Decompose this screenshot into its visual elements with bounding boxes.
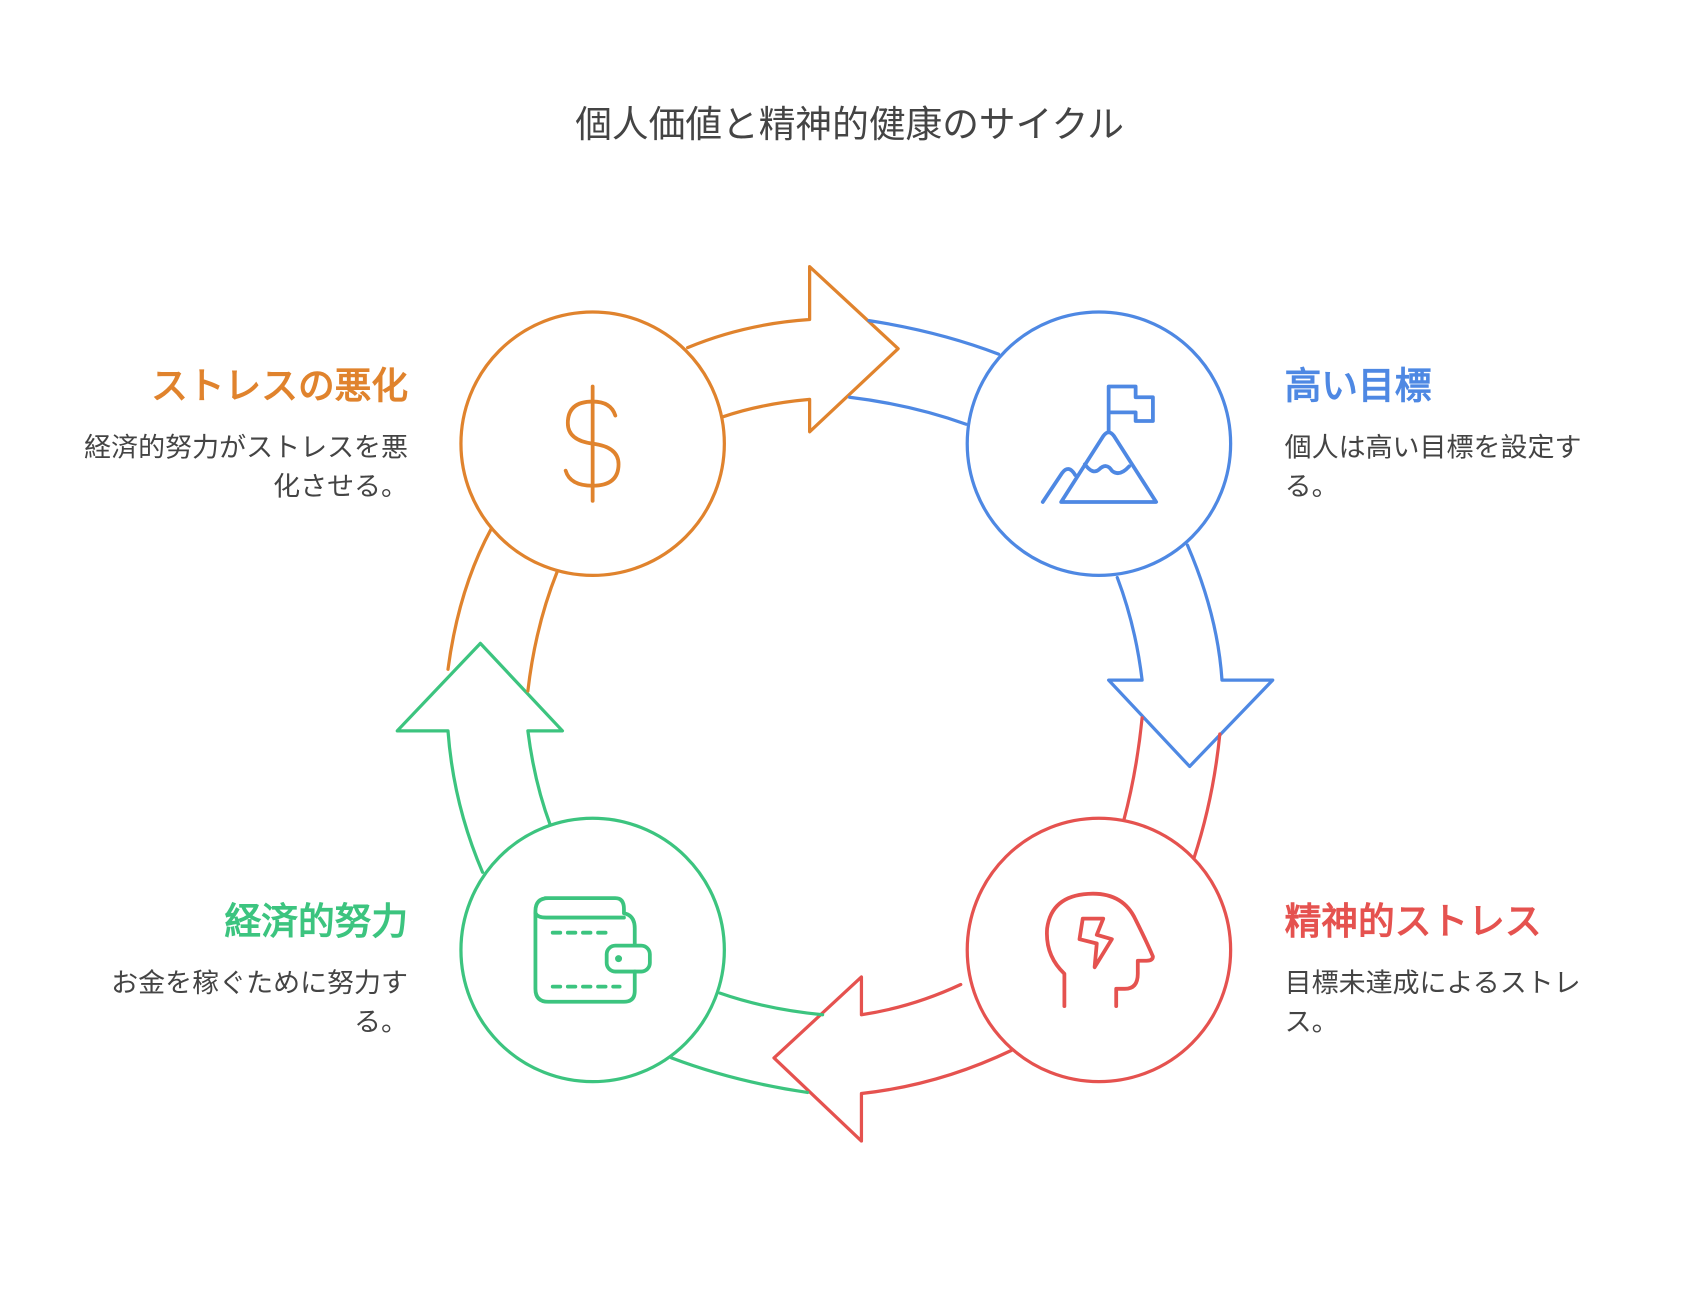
circle-green bbox=[459, 816, 726, 1084]
arrow-blue-to-red bbox=[1107, 543, 1275, 769]
mountain-flag-icon bbox=[1040, 384, 1159, 504]
stage-title-mental-stress: 精神的ストレス bbox=[1284, 900, 1542, 944]
arrow-orange-to-blue bbox=[686, 265, 900, 434]
arc-orange-left bbox=[446, 527, 559, 693]
dollar-icon bbox=[563, 384, 621, 503]
wallet-icon bbox=[533, 896, 652, 1004]
circle-red bbox=[965, 816, 1233, 1084]
arc-blue-top bbox=[847, 318, 1001, 426]
stage-desc-stress-worsening: 経済的努力がストレスを悪化させる。 bbox=[84, 431, 409, 502]
stage-title-stress-worsening: ストレスの悪化 bbox=[151, 364, 409, 409]
arc-red-right bbox=[1122, 716, 1222, 860]
stage-title-economic-effort: 経済的努力 bbox=[224, 900, 409, 944]
arrow-green-to-orange bbox=[395, 641, 565, 874]
stage-desc-economic-effort: お金を稼ぐために努力する。 bbox=[111, 967, 409, 1038]
arrow-red-to-green bbox=[772, 975, 1014, 1143]
arc-green-bottom bbox=[669, 991, 825, 1095]
stage-title-high-goals: 高い目標 bbox=[1284, 364, 1432, 409]
stage-desc-mental-stress: 目標未達成によるストレス。 bbox=[1284, 967, 1581, 1038]
head-lightning-icon bbox=[1045, 891, 1155, 1008]
stage-desc-high-goals: 個人は高い目標を設定する。 bbox=[1284, 431, 1582, 502]
diagram-title: 個人価値と精神的健康のサイクル bbox=[575, 103, 1124, 147]
